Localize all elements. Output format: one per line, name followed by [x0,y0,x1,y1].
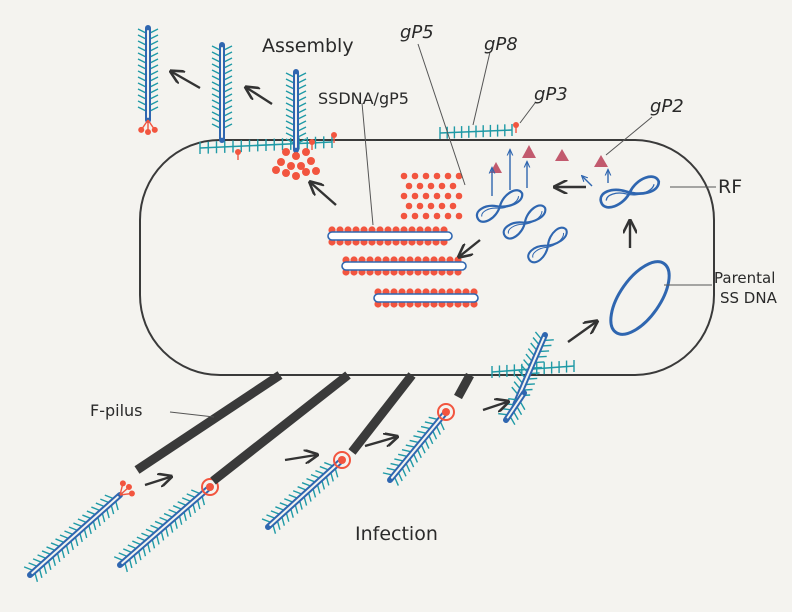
label-gp2: gP2 [650,96,684,117]
dot-icon [417,183,424,190]
label-gp8: gP8 [484,34,518,55]
rf-dna-icon [526,225,571,265]
protein-synthesis-arrows [492,150,608,196]
dot-icon [456,213,463,220]
dot-icon [272,166,280,174]
process-arrows [145,72,630,485]
arrow-icon [460,240,480,256]
arrow-icon [247,88,272,104]
dot-icon [428,183,435,190]
leader-gp2 [606,117,652,155]
dot-icon [412,193,419,200]
dot-icon [282,148,290,156]
dot-icon [450,203,457,210]
label-gp3: gP3 [534,84,568,105]
dot-icon [312,167,320,175]
phage-particle [262,452,350,534]
f-pili [137,375,470,481]
phage-particle [286,72,306,150]
ssdna-gp5-complex [374,288,478,307]
label-rf: RF [718,176,742,198]
leader-fpilus [170,412,214,417]
leader-gp5 [418,44,465,185]
dot-icon [401,213,408,220]
dot-icon [434,193,441,200]
rf-dna-icon [474,187,525,224]
dot-icon [307,157,315,165]
label-f-pilus: F-pilus [90,401,143,420]
dot-icon [292,152,300,160]
label-assembly: Assembly [262,35,354,57]
leader-gp8 [473,52,490,125]
dot-icon [401,193,408,200]
dot-icon [456,193,463,200]
f-pilus-1 [137,375,280,470]
label-parental: Parental [714,269,775,287]
dot-icon [445,173,452,180]
dot-icon [277,158,285,166]
dot-icon [439,183,446,190]
arrow-icon [568,322,596,342]
arrow-icon [582,176,592,186]
dot-icon [406,203,413,210]
dot-icon [450,183,457,190]
dot-icon [282,169,290,177]
dot-icon [302,148,310,156]
phage-particle [383,404,454,486]
arrow-icon [145,477,170,485]
phage-particle [498,393,525,425]
f-pilus-2 [213,375,348,481]
gp2-proteins [490,145,608,173]
label-ssdna-gp5: SSDNA/gP5 [318,89,409,108]
arrow-icon [365,437,396,446]
dot-icon [302,168,310,176]
ssdna-gp5-complex [342,256,466,275]
ssdna-gp5-complexes [328,226,478,307]
triangle-icon [594,155,608,167]
leader-ssdna [362,103,373,225]
dot-icon [406,183,413,190]
arrow-icon [172,72,200,88]
leader-gp3 [520,103,535,123]
phage-particle [212,45,232,140]
f-pilus-4 [458,375,470,397]
dot-icon [423,173,430,180]
dot-icon [428,203,435,210]
label-gp5: gP5 [400,22,434,43]
parental-ssdna-loop [600,252,681,344]
rf-dna-icon [501,202,549,241]
dot-icon [434,173,441,180]
dot-icon [439,203,446,210]
triangle-icon [522,145,536,158]
dot-icon [423,213,430,220]
dot-icon [287,162,295,170]
arrow-icon [311,183,336,205]
dot-icon [417,203,424,210]
arrow-icon [285,455,316,460]
triangle-icon [555,149,569,161]
ssdna-gp5-complex [328,226,452,245]
dot-icon [401,173,408,180]
label-infection: Infection [355,523,438,545]
dot-icon [445,213,452,220]
dot-icon [412,173,419,180]
dot-icon [292,172,300,180]
label-ss-dna: SS DNA [720,289,778,307]
dot-icon [412,213,419,220]
dot-icon [445,193,452,200]
dot-icon [434,213,441,220]
phage-particle [138,28,158,135]
dot-icon [423,193,430,200]
